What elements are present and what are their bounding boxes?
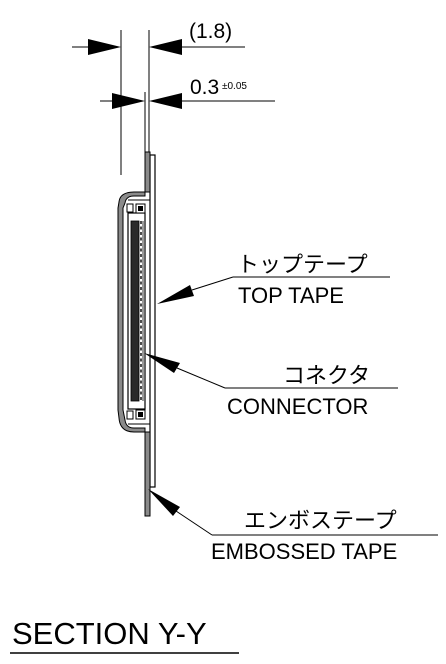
top-tape-en-label: TOP TAPE bbox=[238, 283, 344, 308]
dimension-overall-text: (1.8) bbox=[189, 20, 232, 43]
leader-arrow bbox=[157, 285, 194, 304]
leader-top-tape: トップテープ TOP TAPE bbox=[157, 252, 390, 308]
connector-jp-label: コネクタ bbox=[283, 363, 370, 388]
leader-embossed-tape: エンボステープ EMBOSSED TAPE bbox=[148, 489, 438, 564]
leader-arrow bbox=[144, 353, 180, 373]
embossed-tape-shape bbox=[117, 151, 151, 517]
connector-en-label: CONNECTOR bbox=[227, 394, 368, 419]
leader-connector: コネクタ CONNECTOR bbox=[144, 353, 398, 419]
dimension-thickness: 0.3 ±0.05 bbox=[100, 76, 275, 152]
section-title: SECTION Y-Y bbox=[10, 616, 239, 654]
dimension-thickness-text: 0.3 bbox=[190, 76, 219, 99]
dimension-tolerance-text: ±0.05 bbox=[222, 81, 247, 92]
embossed-tape-en-label: EMBOSSED TAPE bbox=[211, 539, 397, 564]
dim-arrow-right bbox=[149, 39, 182, 55]
dim-arrow-left bbox=[112, 93, 145, 109]
section-title-text: SECTION Y-Y bbox=[12, 616, 207, 651]
top-tape-jp-label: トップテープ bbox=[237, 252, 368, 277]
top-tape-shape bbox=[149, 154, 156, 488]
embossed-tape-jp-label: エンボステープ bbox=[244, 508, 397, 533]
dim-arrow-right bbox=[149, 93, 182, 109]
leader-arrow bbox=[148, 489, 180, 516]
dimension-overall: (1.8) bbox=[72, 20, 245, 175]
tape-cross-section bbox=[117, 151, 156, 517]
dim-arrow-left bbox=[88, 39, 121, 55]
